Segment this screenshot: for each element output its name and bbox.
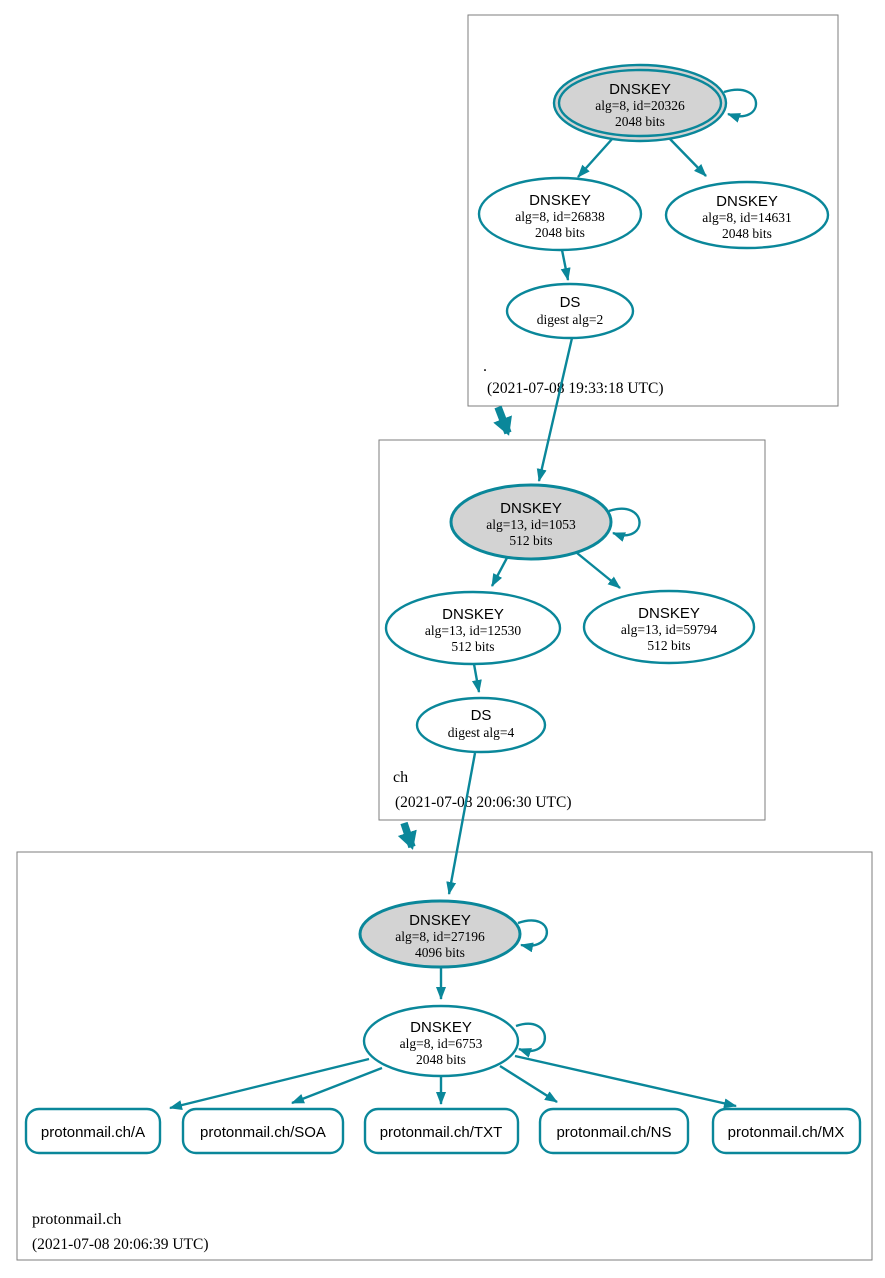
edge-ch-ksk-to-zsk12530 <box>490 555 510 587</box>
protonmail-ksk-detail2: 4096 bits <box>415 945 465 960</box>
zone-box-root <box>467 14 839 407</box>
selfloop-ch-ksk <box>608 507 641 542</box>
selfloop-root-ksk <box>723 88 758 123</box>
rrset-a-box <box>24 1107 162 1155</box>
ch-zsk59794-ellipse <box>582 589 756 665</box>
node-protonmail-zsk-6753: DNSKEY alg=8, id=6753 2048 bits <box>362 1004 520 1078</box>
edge-zsk-to-rrset-soa <box>291 1066 383 1105</box>
ch-zsk12530-detail1: alg=13, id=12530 <box>425 623 521 638</box>
delegation-arrow-ch-to-protonmail <box>397 821 417 850</box>
ch-ds-detail1: digest alg=4 <box>448 725 515 740</box>
node-ch-zsk-12530: DNSKEY alg=13, id=12530 512 bits <box>384 590 562 666</box>
node-root-zsk-14631: DNSKEY alg=8, id=14631 2048 bits <box>664 180 830 250</box>
root-ds-ellipse <box>505 282 635 340</box>
root-ksk-detail1: alg=8, id=20326 <box>595 98 685 113</box>
node-rrset-ns: protonmail.ch/NS <box>538 1107 690 1155</box>
rrset-soa-box <box>181 1107 345 1155</box>
protonmail-zsk-detail1: alg=8, id=6753 <box>400 1036 483 1051</box>
root-ksk-inner-ellipse <box>557 68 723 138</box>
ch-zsk12530-ellipse <box>384 590 562 666</box>
rrset-a-label: protonmail.ch/A <box>41 1124 145 1141</box>
protonmail-zsk-ellipse <box>362 1004 520 1078</box>
edge-zsk26838-to-ds <box>560 249 571 281</box>
edge-root-ksk-to-zsk14631 <box>668 137 707 177</box>
rrset-mx-label: protonmail.ch/MX <box>728 1124 845 1141</box>
rrset-soa-label: protonmail.ch/SOA <box>200 1124 326 1141</box>
root-zsk26838-ellipse <box>477 176 643 252</box>
ch-ksk-detail1: alg=13, id=1053 <box>486 517 576 532</box>
zone-timestamp-protonmail: (2021-07-08 20:06:39 UTC) <box>32 1236 209 1253</box>
node-rrset-a: protonmail.ch/A <box>24 1107 162 1155</box>
root-ds-title: DS <box>560 294 581 311</box>
zone-box-protonmail <box>16 851 873 1261</box>
edge-zsk-to-rrset-mx <box>514 1054 737 1109</box>
ch-ds-ellipse <box>415 696 547 754</box>
ch-zsk59794-detail1: alg=13, id=59794 <box>621 622 717 637</box>
edge-root-ds-to-ch-ksk <box>536 337 574 482</box>
node-root-ksk-20326: DNSKEY alg=8, id=20326 2048 bits <box>552 63 728 143</box>
selfloop-protonmail-zsk <box>515 1022 547 1058</box>
node-rrset-soa: protonmail.ch/SOA <box>181 1107 345 1155</box>
root-ksk-outer-ellipse <box>552 63 728 143</box>
node-ch-zsk-59794: DNSKEY alg=13, id=59794 512 bits <box>582 589 756 665</box>
zone-box-ch <box>378 439 766 821</box>
zone-name-ch: ch <box>393 769 408 786</box>
root-ksk-title: DNSKEY <box>609 81 671 98</box>
node-root-zsk-26838: DNSKEY alg=8, id=26838 2048 bits <box>477 176 643 252</box>
root-zsk14631-detail1: alg=8, id=14631 <box>702 210 791 225</box>
ch-ksk-detail2: 512 bits <box>509 533 552 548</box>
root-zsk26838-detail1: alg=8, id=26838 <box>515 209 605 224</box>
edge-zsk12530-to-ds <box>471 663 482 693</box>
protonmail-zsk-detail2: 2048 bits <box>416 1052 466 1067</box>
rrset-txt-label: protonmail.ch/TXT <box>380 1124 503 1141</box>
ch-zsk12530-title: DNSKEY <box>442 606 504 623</box>
node-rrset-mx: protonmail.ch/MX <box>711 1107 862 1155</box>
root-zsk26838-title: DNSKEY <box>529 192 591 209</box>
protonmail-ksk-detail1: alg=8, id=27196 <box>395 929 485 944</box>
node-ch-ds: DS digest alg=4 <box>415 696 547 754</box>
delegation-arrow-root-to-ch <box>493 405 512 436</box>
protonmail-ksk-ellipse <box>358 899 522 969</box>
zone-name-protonmail: protonmail.ch <box>32 1211 121 1228</box>
node-protonmail-ksk-27196: DNSKEY alg=8, id=27196 4096 bits <box>358 899 522 969</box>
node-rrset-txt: protonmail.ch/TXT <box>363 1107 520 1155</box>
node-ch-ksk-1053: DNSKEY alg=13, id=1053 512 bits <box>449 483 613 561</box>
node-root-ds: DS digest alg=2 <box>505 282 635 340</box>
root-ksk-detail2: 2048 bits <box>615 114 665 129</box>
ch-zsk59794-detail2: 512 bits <box>647 638 690 653</box>
rrset-ns-box <box>538 1107 690 1155</box>
edge-ch-ksk-to-zsk59794 <box>576 552 621 589</box>
selfloop-protonmail-ksk <box>517 919 548 953</box>
zone-timestamp-root: (2021-07-08 19:33:18 UTC) <box>487 380 664 397</box>
ch-zsk59794-title: DNSKEY <box>638 605 700 622</box>
rrset-txt-box <box>363 1107 520 1155</box>
protonmail-zsk-title: DNSKEY <box>410 1019 472 1036</box>
edge-ch-ds-to-protonmail-ksk <box>446 752 477 895</box>
zone-timestamp-ch: (2021-07-08 20:06:30 UTC) <box>395 794 572 811</box>
ch-zsk12530-detail2: 512 bits <box>451 639 494 654</box>
rrset-mx-box <box>711 1107 862 1155</box>
rrset-ns-label: protonmail.ch/NS <box>556 1124 671 1141</box>
root-zsk26838-detail2: 2048 bits <box>535 225 585 240</box>
zone-name-root: . <box>483 358 487 375</box>
ch-ds-title: DS <box>471 707 492 724</box>
root-zsk14631-detail2: 2048 bits <box>722 226 772 241</box>
edge-root-ksk-to-zsk26838 <box>577 137 614 178</box>
ch-ksk-title: DNSKEY <box>500 500 562 517</box>
protonmail-ksk-title: DNSKEY <box>409 912 471 929</box>
edge-zsk-to-rrset-a <box>169 1057 370 1110</box>
root-ds-detail1: digest alg=2 <box>537 312 603 327</box>
root-zsk14631-ellipse <box>664 180 830 250</box>
ch-ksk-ellipse <box>449 483 613 561</box>
edge-zsk-to-rrset-ns <box>499 1064 558 1104</box>
root-zsk14631-title: DNSKEY <box>716 193 778 210</box>
